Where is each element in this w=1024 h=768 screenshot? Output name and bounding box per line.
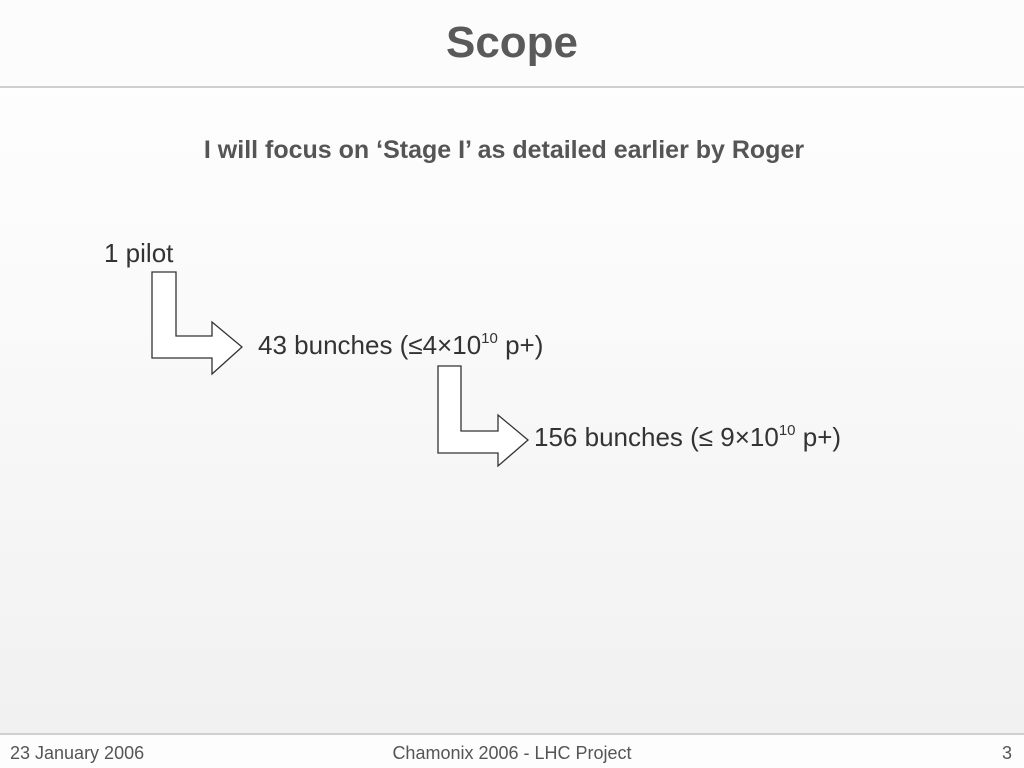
step-156-bunches-exponent: 10 <box>778 422 796 439</box>
slide-footer: 23 January 2006 Chamonix 2006 - LHC Proj… <box>0 733 1024 768</box>
step-156-bunches: 156 bunches (≤ 9×1010 p+) <box>534 422 841 453</box>
step-pilot-label: 1 pilot <box>104 238 174 268</box>
bent-arrow-2 <box>437 365 530 468</box>
step-pilot: 1 pilot <box>104 238 173 269</box>
footer-page-number: 3 <box>1001 743 1012 763</box>
step-156-bunches-suffix: p+) <box>795 422 842 452</box>
footer-date: 23 January 2006 <box>10 743 145 763</box>
slide-header: Scope <box>0 0 1024 88</box>
slide-title: Scope <box>445 18 579 67</box>
step-43-bunches: 43 bunches (≤4×1010 p+) <box>258 330 543 361</box>
step-43-bunches-label: 43 bunches (≤4×10 <box>258 330 482 360</box>
footer-event: Chamonix 2006 - LHC Project <box>392 743 632 763</box>
step-43-bunches-exponent: 10 <box>481 330 498 347</box>
slide-subtitle: I will focus on ‘Stage I’ as detailed ea… <box>203 136 805 164</box>
step-156-bunches-label: 156 bunches (≤ 9×10 <box>534 422 779 452</box>
step-43-bunches-suffix: p+) <box>497 330 544 360</box>
bent-arrow-1 <box>151 271 243 376</box>
